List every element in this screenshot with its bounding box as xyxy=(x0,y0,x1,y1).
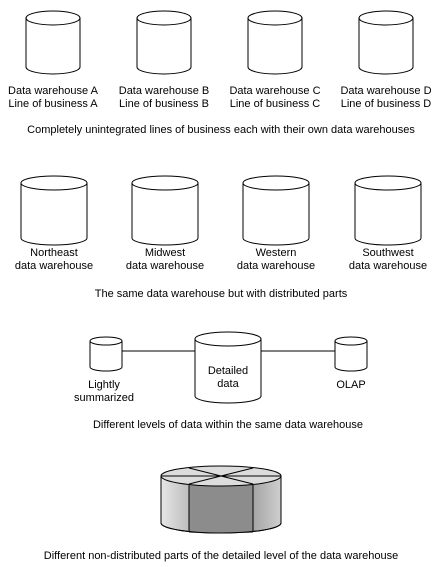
section-unintegrated: Data warehouse A Line of business A Data… xyxy=(8,10,432,136)
warehouse-d-sublabel: Line of business D xyxy=(341,98,432,110)
western-sublabel: data warehouse xyxy=(237,260,315,272)
western-label: Western xyxy=(256,247,297,259)
lightly-summarized-sublabel: summarized xyxy=(74,392,134,404)
cylinder-northeast xyxy=(20,175,88,246)
section-distributed: Northeast data warehouse Midwest data wa… xyxy=(15,175,427,300)
warehouse-c-label: Data warehouse C xyxy=(229,85,320,97)
cylinder-warehouse-c xyxy=(247,10,303,75)
caption-partitions: Different non-distributed parts of the d… xyxy=(44,550,398,562)
caption-unintegrated: Completely unintegrated lines of busines… xyxy=(27,124,415,136)
cylinder-warehouse-a xyxy=(25,10,81,75)
cylinder-western xyxy=(242,175,310,246)
section-levels: Detailed data Lightly summarized OLAP Di… xyxy=(74,331,368,431)
cylinder-detailed-data xyxy=(194,331,262,404)
southwest-sublabel: data warehouse xyxy=(349,260,427,272)
warehouse-a-label: Data warehouse A xyxy=(8,85,99,97)
caption-levels: Different levels of data within the same… xyxy=(93,419,363,431)
cylinder-midwest xyxy=(131,175,199,246)
partition-center-band xyxy=(189,478,253,533)
cylinder-warehouse-b xyxy=(136,10,192,75)
northeast-sublabel: data warehouse xyxy=(15,260,93,272)
cylinder-warehouse-d xyxy=(358,10,414,75)
top-partition-line-diagonal-b xyxy=(188,467,254,485)
detailed-data-label: Detailed xyxy=(208,365,248,377)
partitioned-cylinder-bottom xyxy=(160,522,282,534)
cylinder-olap xyxy=(334,336,368,372)
warehouse-a-sublabel: Line of business A xyxy=(8,98,98,110)
warehouse-b-label: Data warehouse B xyxy=(119,85,210,97)
midwest-label: Midwest xyxy=(145,247,185,259)
warehouse-b-sublabel: Line of business B xyxy=(119,98,209,110)
caption-distributed: The same data warehouse but with distrib… xyxy=(95,288,348,300)
cylinder-southwest xyxy=(354,175,422,246)
warehouse-c-sublabel: Line of business C xyxy=(230,98,321,110)
lightly-summarized-label: Lightly xyxy=(88,379,120,391)
cylinder-lightly-summarized xyxy=(89,336,123,372)
detailed-data-sublabel: data xyxy=(217,378,239,390)
northeast-label: Northeast xyxy=(30,247,78,259)
section-partitions: Different non-distributed parts of the d… xyxy=(44,465,398,562)
midwest-sublabel: data warehouse xyxy=(126,260,204,272)
southwest-label: Southwest xyxy=(362,247,413,259)
olap-label: OLAP xyxy=(336,379,365,391)
warehouse-d-label: Data warehouse D xyxy=(340,85,431,97)
partitioned-cylinder xyxy=(160,465,282,534)
